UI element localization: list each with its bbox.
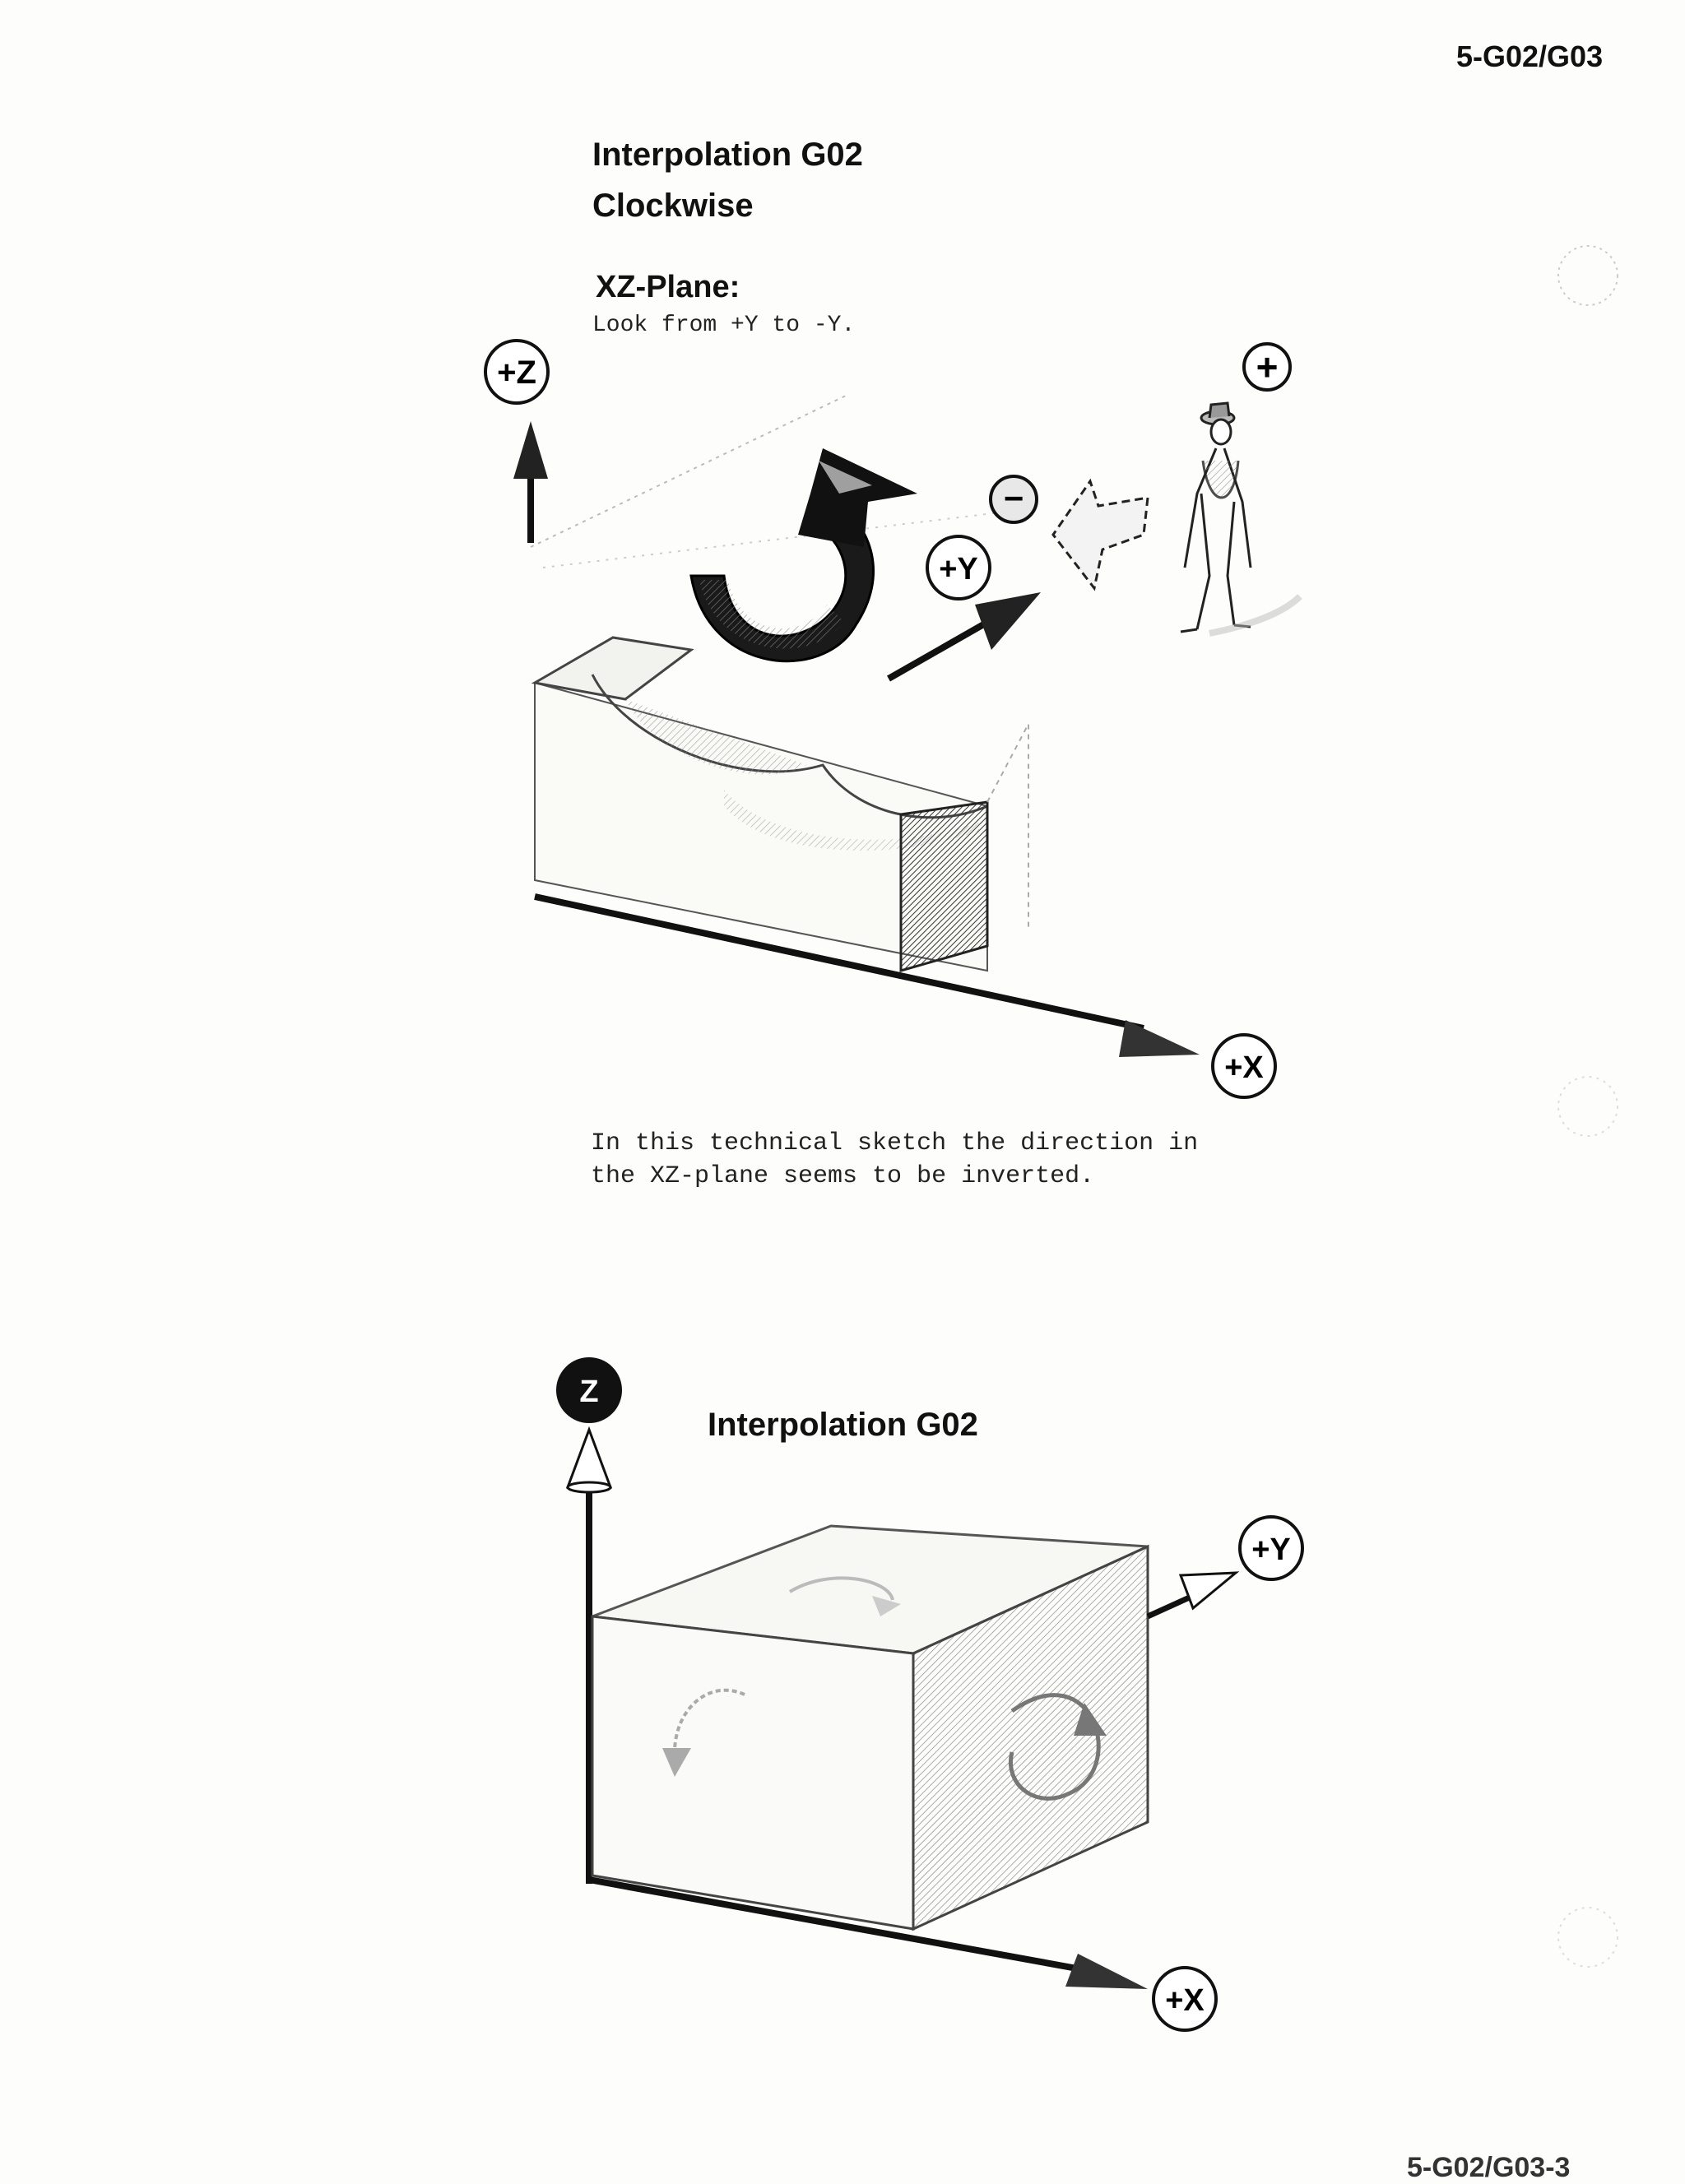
workpiece-cube-bottom bbox=[591, 1524, 1149, 1931]
svg-text:+: + bbox=[1256, 345, 1279, 388]
section-subtitle: Clockwise bbox=[592, 188, 754, 224]
z-axis-label-bottom: Z bbox=[579, 1375, 598, 1409]
x-axis-bottom bbox=[588, 1876, 1148, 1989]
x-axis-top bbox=[534, 893, 1200, 1057]
caption-line-1: In this technical sketch the direction i… bbox=[591, 1129, 1199, 1157]
x-axis-label-top: +X bbox=[1224, 1050, 1264, 1085]
view-direction-arrow bbox=[1051, 478, 1149, 591]
plane-view-note: Look from +Y to -Y. bbox=[592, 313, 856, 338]
page-reference-header: 5-G02/G03 bbox=[1456, 39, 1604, 73]
svg-text:−: − bbox=[1004, 479, 1024, 517]
z-axis-badge-bottom: Z bbox=[556, 1357, 622, 1423]
caption-line-2: the XZ-plane seems to be inverted. bbox=[591, 1162, 1095, 1190]
z-axis-bottom bbox=[565, 1426, 613, 1884]
x-axis-label-bottom: +X bbox=[1165, 1983, 1205, 2018]
y-axis-top bbox=[887, 592, 1041, 682]
clockwise-rotation-arrow bbox=[689, 448, 917, 663]
x-axis-badge-bottom: +X bbox=[1152, 1966, 1218, 2032]
z-axis-badge-top: +Z bbox=[484, 339, 550, 405]
observer-figure bbox=[1180, 401, 1252, 633]
z-axis-top bbox=[513, 421, 548, 543]
y-axis-label-top: +Y bbox=[939, 552, 978, 587]
y-axis-bottom bbox=[1146, 1571, 1240, 1620]
y-axis-badge-bottom: +Y bbox=[1238, 1515, 1304, 1581]
figure-caption: In this technical sketch the direction i… bbox=[591, 1127, 1331, 1193]
y-axis-badge-top: +Y bbox=[926, 535, 991, 600]
z-axis-label-top: +Z bbox=[497, 355, 536, 391]
plane-heading: XZ-Plane: bbox=[596, 270, 740, 304]
section-title: Interpolation G02 bbox=[592, 137, 863, 173]
page-reference-footer: 5-G02/G03-3 bbox=[1407, 2152, 1571, 2183]
workpiece-block-top bbox=[531, 636, 1029, 972]
y-axis-label-bottom: +Y bbox=[1251, 1533, 1291, 1567]
x-axis-badge-top: +X bbox=[1211, 1033, 1277, 1099]
plus-direction-badge: + bbox=[1242, 342, 1292, 392]
section-title-bottom: Interpolation G02 bbox=[708, 1407, 978, 1443]
minus-direction-badge: − bbox=[989, 475, 1038, 524]
